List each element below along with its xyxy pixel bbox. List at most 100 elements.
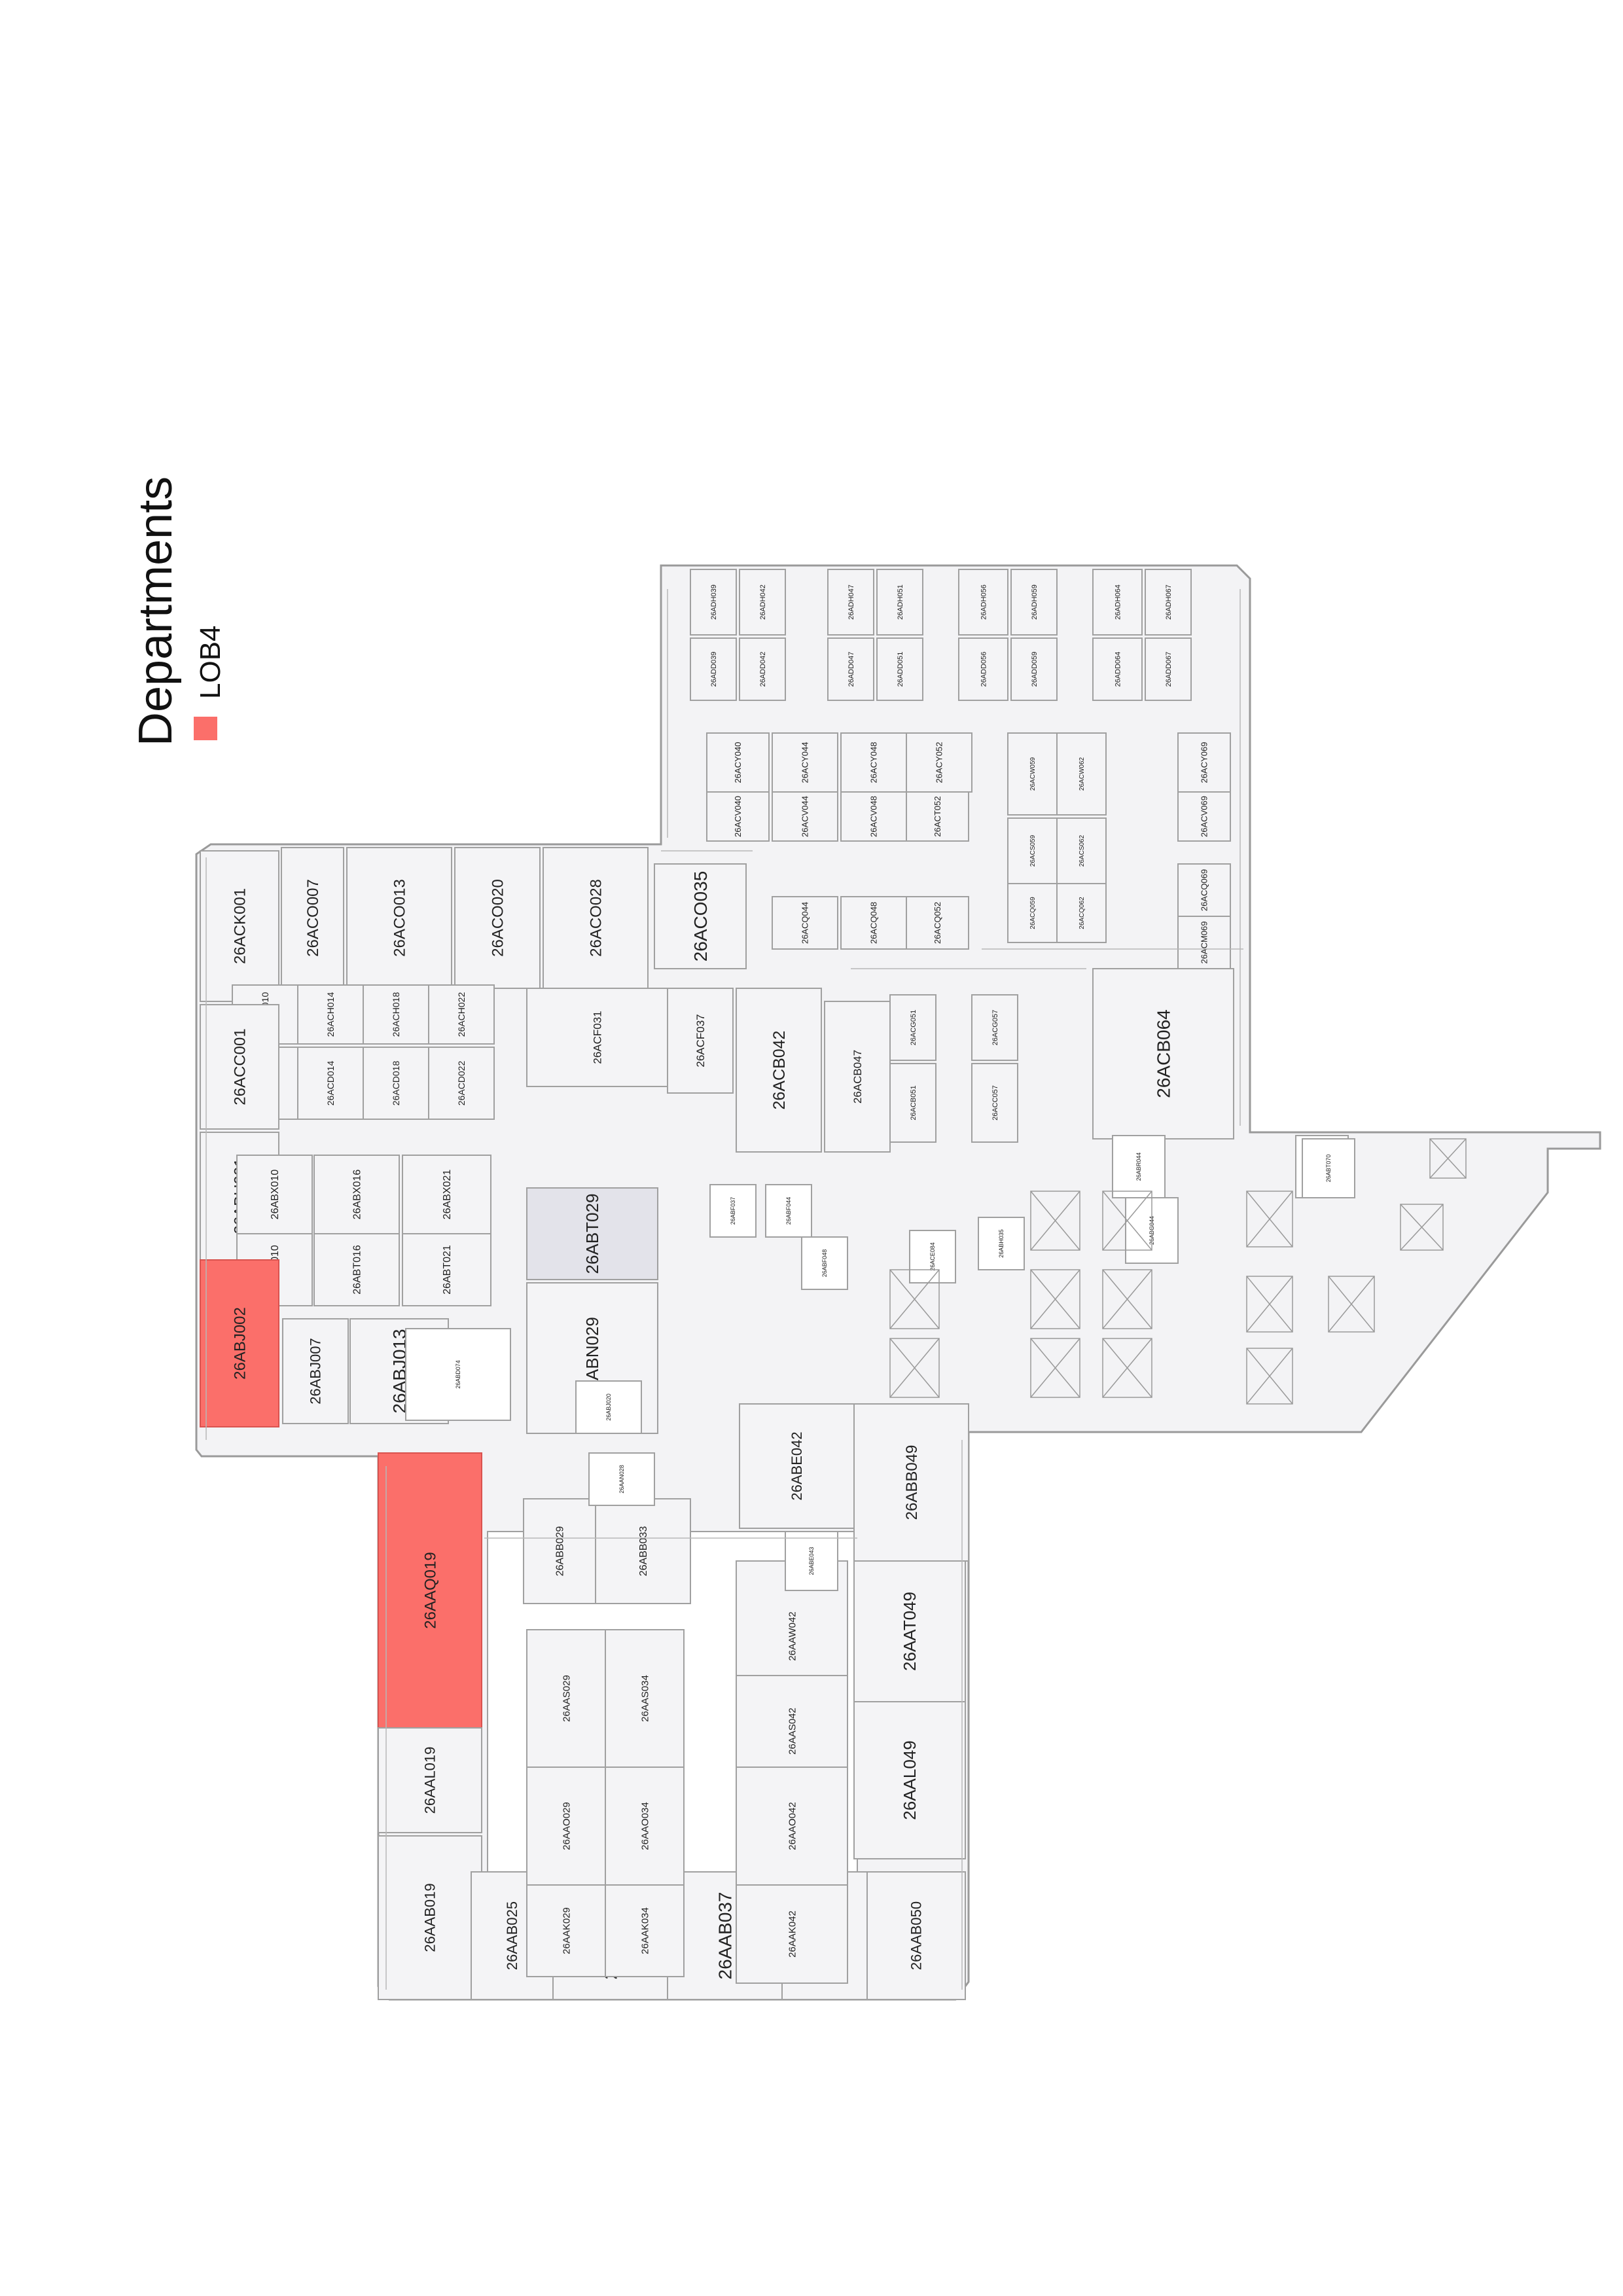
room-area	[739, 569, 786, 636]
room-label: 26ACO035	[690, 871, 711, 962]
room-label: 26ACE084	[929, 1242, 936, 1271]
room-26add042: 26ADD042	[739, 637, 786, 701]
room-26aco028: 26ACO028	[543, 847, 649, 989]
room-26add039: 26ADD039	[690, 637, 737, 701]
room-label: 26ACQ052	[933, 902, 942, 944]
room-26abb029: 26ABB029	[523, 1498, 596, 1604]
room-26acb047: 26ACB047	[824, 1001, 891, 1153]
room-26adh056: 26ADH056	[958, 569, 1008, 636]
room-area	[200, 1004, 279, 1130]
structural-core	[1102, 1269, 1152, 1329]
room-26acq044: 26ACQ044	[772, 896, 838, 950]
room-26acw062: 26ACW062	[1056, 732, 1107, 816]
room-26acv069: 26ACV069	[1177, 791, 1231, 842]
room-26acq069: 26ACQ069	[1177, 863, 1231, 917]
room-area	[827, 637, 874, 701]
room-label: 26AAB025	[504, 1901, 520, 1970]
room-area	[1056, 817, 1107, 884]
room-26ach014: 26ACH014	[297, 984, 364, 1045]
structural-core	[1102, 1338, 1152, 1398]
room-label: 26ACB047	[851, 1050, 864, 1103]
structural-core	[1030, 1191, 1080, 1251]
room-label: 26ABT070	[1325, 1155, 1332, 1183]
room-area	[906, 732, 972, 793]
room-label: 26ACB042	[770, 1031, 789, 1110]
room-label: 26ADH067	[1165, 584, 1173, 620]
room-label: 26ADD039	[710, 652, 718, 687]
room-26acq059: 26ACQ059	[1007, 883, 1058, 943]
room-26aco035: 26ACO035	[654, 863, 747, 969]
room-area	[876, 569, 923, 636]
room-label: 26ACV044	[800, 796, 810, 837]
room-label: 26ABT016	[352, 1245, 363, 1295]
room-area	[605, 1767, 685, 1886]
room-label: 26ACY040	[733, 742, 743, 783]
room-26adh064: 26ADH064	[1092, 569, 1143, 636]
room-label: 26ACY044	[800, 742, 810, 783]
room-label: 26AAL019	[422, 1747, 438, 1814]
room-area	[971, 1063, 1018, 1143]
room-label: 26ABX016	[352, 1170, 363, 1220]
room-label: 26ACW062	[1079, 757, 1086, 791]
room-26aak029: 26AAK029	[526, 1884, 606, 1977]
room-label: 26ABB029	[555, 1526, 566, 1577]
room-area	[1302, 1138, 1355, 1198]
room-area	[840, 791, 907, 842]
room-label: 26ADH056	[980, 584, 988, 620]
room-area	[889, 1063, 936, 1143]
room-area	[876, 637, 923, 701]
room-26acb051: 26ACB051	[889, 1063, 936, 1143]
room-26acf031: 26ACF031	[526, 988, 668, 1087]
room-label: 26ADD047	[847, 652, 855, 687]
room-label: 26AAK042	[787, 1910, 798, 1958]
room-label: 26ACV048	[869, 796, 879, 837]
structural-core	[889, 1338, 940, 1398]
room-26adh039: 26ADH039	[690, 569, 737, 636]
room-area	[297, 1047, 364, 1120]
room-area	[785, 1531, 838, 1591]
room-label: 26ACC057	[991, 1085, 999, 1121]
room-area	[454, 847, 541, 989]
room-label: 26ACQ069	[1200, 869, 1209, 911]
room-area	[772, 896, 838, 950]
room-26abx010: 26ABX010	[236, 1155, 313, 1234]
room-26abj020: 26ABJ020	[575, 1380, 642, 1434]
room-area	[853, 1560, 966, 1702]
room-area	[690, 569, 737, 636]
room-area	[575, 1380, 642, 1434]
room-label: 26ACS059	[1029, 834, 1037, 867]
room-label: 26AAW042	[787, 1611, 798, 1660]
room-label: 26ACQ044	[800, 902, 810, 944]
room-area	[428, 1047, 495, 1120]
room-label: 26ADH064	[1114, 584, 1122, 620]
room-label: 26AAS034	[639, 1675, 651, 1722]
room-area	[363, 984, 429, 1045]
room-26abf037: 26ABF037	[709, 1184, 757, 1238]
room-area	[523, 1498, 596, 1604]
fixtures	[205, 589, 1467, 1990]
room-26acy069: 26ACY069	[1177, 732, 1231, 793]
room-label: 26AAO042	[787, 1802, 798, 1850]
room-26acd018: 26ACD018	[363, 1047, 429, 1120]
room-26aab019: 26AAB019	[378, 1835, 482, 2000]
structural-core	[1246, 1348, 1293, 1405]
room-label: 26ACB064	[1153, 1009, 1173, 1098]
legend-swatch-lob4	[194, 717, 217, 740]
room-26adh047: 26ADH047	[827, 569, 874, 636]
room-label: 26ABB049	[903, 1445, 921, 1520]
room-26acy040: 26ACY040	[706, 732, 770, 793]
room-26aco020: 26ACO020	[454, 847, 541, 989]
room-area	[1007, 732, 1058, 816]
room-area	[200, 1259, 279, 1427]
room-area	[772, 791, 838, 842]
room-26abb049: 26ABB049	[853, 1403, 969, 1562]
room-area	[827, 569, 874, 636]
room-area	[428, 984, 495, 1045]
structural-core	[1328, 1276, 1375, 1333]
room-label: 26AAK029	[561, 1907, 572, 1954]
room-26acq048: 26ACQ048	[840, 896, 907, 950]
room-label: 26ACW059	[1029, 757, 1037, 791]
structural-core	[889, 1269, 940, 1329]
room-label: 26AAS029	[561, 1675, 572, 1722]
room-26aco007: 26ACO007	[281, 847, 344, 989]
